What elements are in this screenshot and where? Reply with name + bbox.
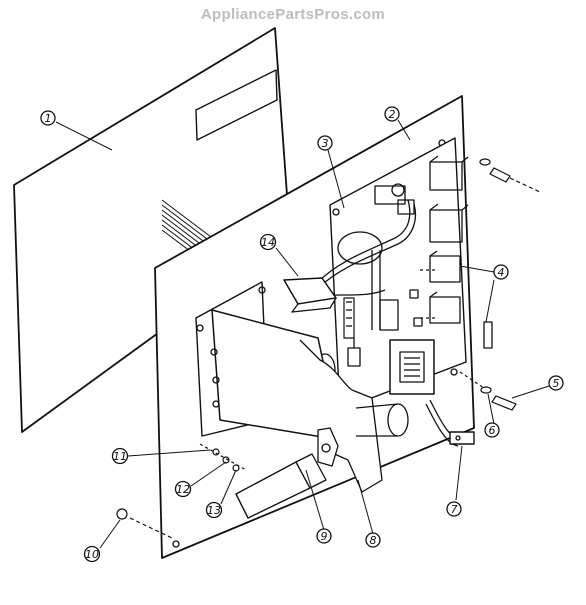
callout-4: 4 — [493, 264, 509, 280]
callout-7: 7 — [446, 501, 462, 517]
callout-9: 9 — [316, 528, 332, 544]
callout-1: 1 — [40, 110, 56, 126]
callout-13-label: 13 — [207, 504, 221, 517]
fuse-holder — [449, 431, 475, 445]
fuses — [483, 321, 493, 349]
callout-12: 12 — [174, 480, 192, 498]
callout-10: 10 — [83, 545, 101, 563]
callout-2: 2 — [384, 106, 400, 122]
callout-6: 6 — [484, 422, 500, 438]
callout-6-label: 6 — [489, 424, 496, 437]
callout-11-label: 11 — [113, 450, 127, 463]
callout-12-label: 12 — [176, 483, 190, 496]
callout-9-label: 9 — [321, 530, 328, 543]
callout-11: 11 — [111, 447, 129, 465]
callout-14: 14 — [259, 233, 277, 251]
callout-5: 5 — [548, 375, 564, 391]
callout-1-label: 1 — [45, 112, 52, 125]
callout-8: 8 — [365, 532, 381, 548]
callout-4-label: 4 — [498, 266, 505, 279]
callout-8-label: 8 — [370, 534, 377, 547]
leader-lines — [55, 119, 550, 549]
screws — [116, 158, 541, 539]
callout-14-label: 14 — [261, 236, 275, 249]
mounting-bracket — [235, 427, 339, 519]
overlay-panel — [13, 27, 291, 433]
callout-2-label: 2 — [389, 108, 396, 121]
callout-10-label: 10 — [85, 548, 99, 561]
watermark: AppliancePartsPros.com — [200, 6, 386, 23]
callout-5-label: 5 — [553, 377, 560, 390]
callout-7-label: 7 — [451, 503, 458, 516]
callout-3: 3 — [317, 135, 333, 151]
callout-13: 13 — [205, 501, 223, 519]
main-circuit-board — [329, 137, 469, 411]
display-board — [195, 281, 409, 493]
wire-connector — [283, 277, 337, 313]
callout-3-label: 3 — [322, 137, 329, 150]
